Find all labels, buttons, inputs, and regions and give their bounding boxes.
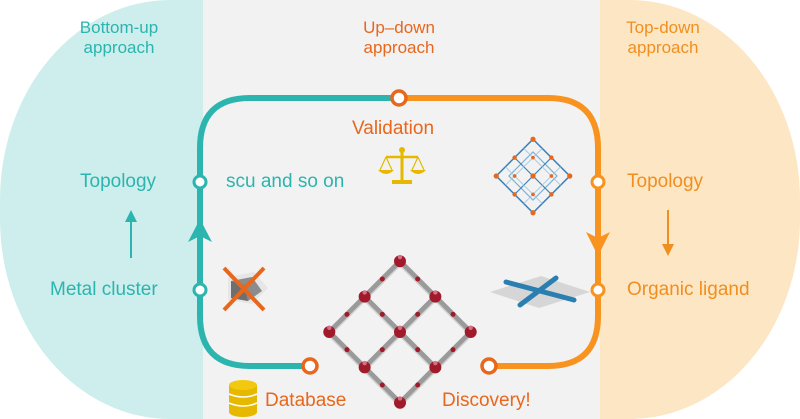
up-down-title: Up–down approach xyxy=(339,18,459,57)
node-discovery xyxy=(480,357,498,375)
small-framework-icon xyxy=(493,136,573,216)
bottom-up-title: Bottom-up approach xyxy=(64,18,174,57)
top-down-topology-label: Topology xyxy=(627,171,704,192)
top-down-panel xyxy=(600,0,800,419)
discovery-label: Discovery! xyxy=(442,390,531,411)
up-down-title-line1: Up–down xyxy=(363,18,435,37)
top-down-arrow xyxy=(662,210,674,256)
loop-up-arrow xyxy=(188,219,212,242)
node-topology-right xyxy=(590,174,606,190)
top-down-title: Top-down approach xyxy=(613,18,713,57)
top-down-title-line2: approach xyxy=(627,37,699,57)
up-down-panel xyxy=(203,0,600,419)
node-topology-left xyxy=(192,174,208,190)
bottom-up-title-line2: approach xyxy=(83,37,155,57)
top-down-title-line1: Top-down xyxy=(626,18,700,37)
node-validation xyxy=(390,89,408,107)
node-organic-ligand xyxy=(590,282,606,298)
node-metal-cluster xyxy=(192,282,208,298)
loop-down-arrow xyxy=(586,232,610,256)
scale-icon xyxy=(378,147,426,184)
bottom-up-topology-label: Topology xyxy=(80,171,157,192)
large-framework-icon xyxy=(323,254,477,409)
scu-label: scu and so on xyxy=(226,171,345,192)
node-database xyxy=(301,357,319,375)
database-label: Database xyxy=(265,390,347,411)
bottom-up-arrow xyxy=(125,210,137,258)
validation-label: Validation xyxy=(352,118,435,139)
bottom-up-title-line1: Bottom-up xyxy=(79,18,159,37)
metal-cluster-label: Metal cluster xyxy=(50,279,158,300)
bottom-up-panel xyxy=(0,0,203,419)
up-down-title-line2: approach xyxy=(363,37,435,57)
crossed-cluster-icon xyxy=(222,266,268,312)
orange-loop-path xyxy=(399,95,601,369)
database-icon xyxy=(228,380,258,417)
organic-ligand-label: Organic ligand xyxy=(627,279,750,300)
ligand-cross-icon xyxy=(490,275,590,308)
